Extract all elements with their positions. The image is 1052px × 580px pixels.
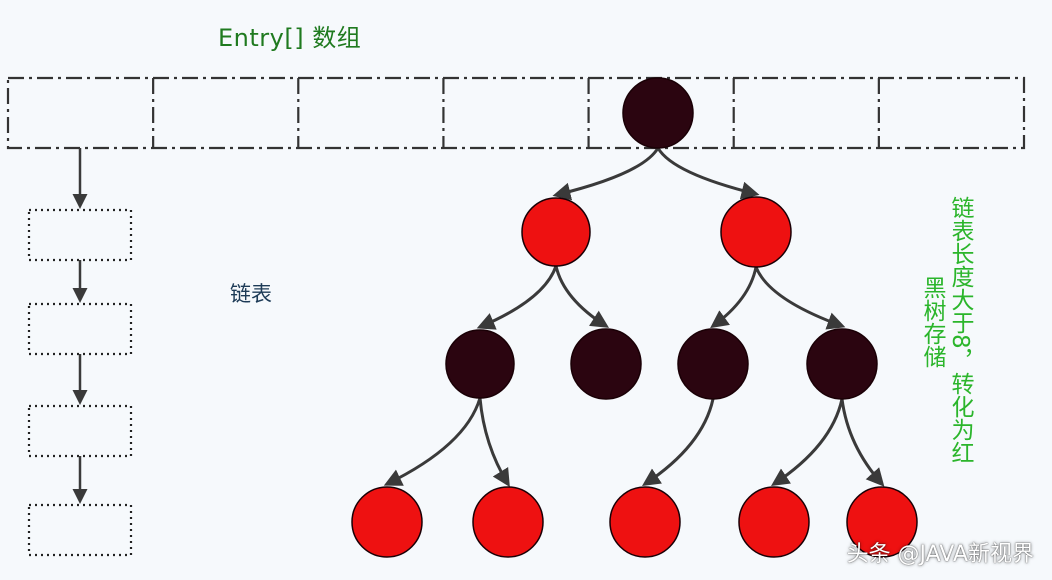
list-node [27,208,133,262]
tree-edge-arrow [478,397,510,488]
tree-node-red [472,486,544,558]
tree-node-red [738,486,810,558]
conversion-note-line1: 链表长度大于8，转化为红 [947,196,973,464]
tree-node-black [806,328,878,400]
tree-edge-arrow [552,147,660,201]
tree-node-black [622,77,694,149]
tree-edge-arrow [476,265,558,330]
tree-edge-arrow [641,398,715,486]
red-black-tree [351,77,918,558]
tree-node-black [570,328,642,400]
entry-array [6,76,1026,150]
linked-list-label: 链表 [230,282,272,306]
list-node [27,503,133,557]
array-outline [6,76,1026,150]
tree-edge-arrow [383,397,482,486]
tree-node-red [609,486,681,558]
list-node [27,404,133,458]
tree-node-red [521,197,591,267]
linked-list [27,148,133,557]
tree-edge-arrow [770,398,844,486]
tree-edge-arrow [710,266,758,329]
tree-edges [383,147,885,488]
watermark: 头条 @JAVA新视界 [846,542,1034,567]
tree-edge-arrow [840,398,885,487]
tree-edge-arrow [754,266,846,330]
array-title: Entry[] 数组 [218,24,362,52]
tree-node-black [445,329,515,399]
list-node [27,302,133,356]
tree-node-red [846,486,918,558]
conversion-note-line2: 黑树存储 [919,276,945,368]
tree-node-black [677,328,749,400]
tree-edge-arrow [554,265,610,328]
tree-node-red [351,486,423,558]
tree-node-red [720,196,792,268]
tree-edge-arrow [656,147,760,200]
